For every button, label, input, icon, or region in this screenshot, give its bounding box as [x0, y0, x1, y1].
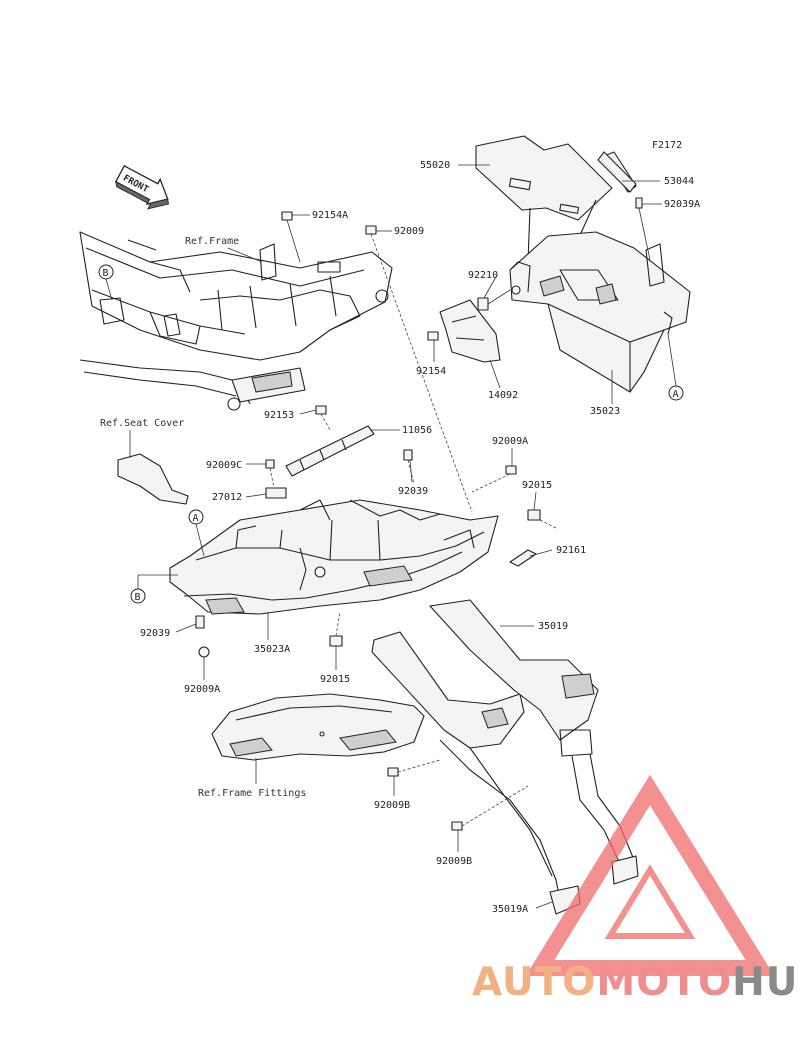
svg-text:B: B: [135, 592, 141, 603]
battery-case-35023: [475, 135, 691, 393]
label-35023a: 35023A: [254, 644, 290, 655]
nut-27012: [265, 487, 287, 499]
label-53044: 53044: [664, 176, 694, 187]
svg-text:B: B: [103, 268, 109, 279]
leader-ref-frame: [227, 247, 263, 263]
callout-b-fender: B: [130, 574, 178, 604]
nut-92015-right: [527, 509, 557, 529]
screw-92154: [427, 331, 439, 341]
screw-92009a-left: [198, 646, 210, 658]
label-27012: 27012: [212, 492, 242, 503]
callout-b-frame: B: [98, 264, 114, 301]
rod-53044: [597, 151, 637, 193]
label-35019: 35019: [538, 621, 568, 632]
watermark-hub: HUB: [732, 960, 800, 1005]
label-92039-left: 92039: [140, 628, 170, 639]
label-92009b-a: 92009B: [374, 800, 410, 811]
screw-92154a: [281, 211, 301, 263]
label-92009a-left: 92009A: [184, 684, 220, 695]
callout-a-fender: A: [188, 509, 205, 557]
frame-assembly: [79, 231, 393, 411]
screw-92039-mid: [403, 449, 415, 485]
label-35023: 35023: [590, 406, 620, 417]
screw-92009c: [265, 459, 275, 489]
watermark-text: AUTOMOTOHUB: [472, 960, 800, 1005]
figure-code: F2172: [652, 140, 682, 151]
label-92015-right: 92015: [522, 480, 552, 491]
seat-cover-piece: [117, 453, 189, 505]
label-55020: 55020: [420, 160, 450, 171]
watermark-auto: AUTO: [472, 960, 597, 1005]
screw-92039a-top: [635, 197, 651, 261]
callout-a-battery: A: [667, 333, 684, 401]
clip-92161: [509, 549, 537, 567]
cover-14092: [439, 299, 501, 363]
ref-seat-cover-label: Ref.Seat Cover: [100, 418, 184, 429]
svg-text:A: A: [673, 389, 679, 400]
label-92009-top: 92009: [394, 226, 424, 237]
label-92015-bottom: 92015: [320, 674, 350, 685]
screw-92153: [315, 405, 331, 431]
label-92154: 92154: [416, 366, 446, 377]
watermark-moto: MOTO: [596, 960, 733, 1005]
label-92161: 92161: [556, 545, 586, 556]
watermark-logo-triangle: [525, 774, 775, 976]
label-92039a-top: 92039A: [664, 199, 700, 210]
label-92153: 92153: [264, 410, 294, 421]
part-labels: F2172 55020 53044 92039A 92154A 92009 92…: [140, 140, 700, 915]
bracket-11056: [285, 425, 375, 477]
screw-92039-left: [195, 615, 205, 629]
bolt-92210: [477, 289, 511, 311]
rear-fender-35023a: [169, 499, 499, 615]
nut-92015-bottom: [329, 611, 343, 647]
frame-fittings: [211, 693, 425, 761]
ref-frame-label: Ref.Frame: [185, 236, 239, 247]
label-92210: 92210: [468, 270, 498, 281]
label-92009a-right: 92009A: [492, 436, 528, 447]
label-14092: 14092: [488, 390, 518, 401]
screw-92009b-a: [387, 759, 441, 777]
label-92009c: 92009C: [206, 460, 242, 471]
ref-frame-fittings-label: Ref.Frame Fittings: [198, 788, 306, 799]
svg-text:A: A: [193, 513, 199, 524]
label-92039-mid: 92039: [398, 486, 428, 497]
leader-lines: [175, 164, 662, 909]
front-arrow-marker: FRONT: [114, 164, 169, 210]
label-35019a: 35019A: [492, 904, 528, 915]
screw-92009a-right: [471, 465, 517, 493]
screw-92009b-b: [451, 785, 529, 831]
label-11056: 11056: [402, 425, 432, 436]
label-92009b-b: 92009B: [436, 856, 472, 867]
screw-92009-top: [365, 225, 473, 513]
label-92154a: 92154A: [312, 210, 348, 221]
